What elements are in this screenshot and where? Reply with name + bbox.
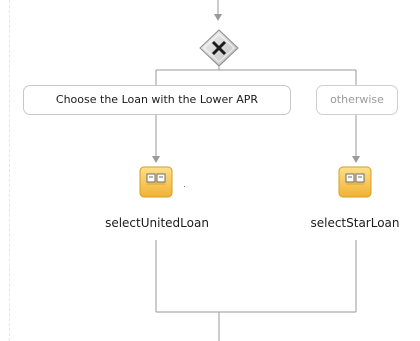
selection-dot bbox=[184, 186, 185, 187]
canvas-guide-line bbox=[9, 0, 10, 341]
branch-condition-label[interactable]: Choose the Loan with the Lower APR bbox=[23, 85, 291, 115]
right-arrow-icon bbox=[352, 156, 360, 163]
select-united-loan-label: selectUnitedLoan bbox=[105, 216, 209, 230]
incoming-arrow-icon bbox=[214, 14, 222, 21]
select-star-loan-label: selectStarLoan bbox=[310, 216, 400, 230]
left-arrow-icon bbox=[152, 156, 160, 163]
assign-activity-icon[interactable] bbox=[139, 166, 173, 198]
x-icon bbox=[211, 40, 227, 56]
assign-activity-icon[interactable] bbox=[338, 166, 372, 198]
exclusive-gateway[interactable] bbox=[199, 29, 239, 67]
otherwise-branch-label[interactable]: otherwise bbox=[316, 85, 398, 115]
